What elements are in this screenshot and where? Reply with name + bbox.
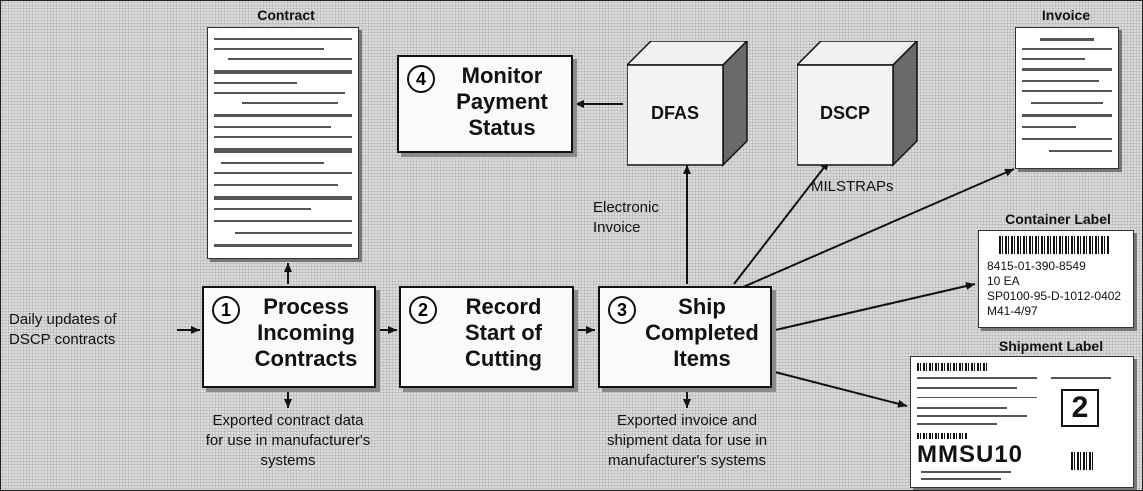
step-title-line: Completed — [645, 320, 759, 345]
cube-shape — [625, 39, 749, 167]
shipment-label-caption: Shipment Label — [998, 338, 1104, 354]
dfas-label: DFAS — [650, 103, 699, 123]
note-line: Electronic — [593, 199, 659, 216]
note-line: for use in manufacturer's — [205, 432, 371, 449]
step-number-badge: 3 — [608, 296, 636, 324]
note-line: Invoice — [593, 219, 641, 236]
container-label-line: M41-4/97 — [987, 304, 1038, 318]
step-title-line: Payment — [456, 89, 548, 114]
step-title-line: Process — [263, 294, 349, 319]
step-title-line: Contracts — [254, 346, 358, 371]
note-line: Exported invoice and — [616, 412, 758, 429]
step-title-line: Ship — [678, 294, 726, 319]
dfas-entity: DFAS — [625, 39, 749, 167]
container-label-text: 8415-01-390-8549 10 EA SP0100-95-D-1012-… — [987, 259, 1121, 319]
step-number-badge: 1 — [212, 296, 240, 324]
container-label-line: SP0100-95-D-1012-0402 — [987, 289, 1122, 303]
step-number-badge: 2 — [409, 296, 437, 324]
daily-updates-note: Daily updates of DSCP contracts — [9, 310, 179, 350]
milstraps-note: MILSTRAPs — [811, 178, 894, 195]
step-process-incoming-contracts: 1 Process Incoming Contracts — [202, 286, 376, 388]
contract-document — [207, 27, 359, 259]
container-label: 8415-01-390-8549 10 EA SP0100-95-D-1012-… — [978, 230, 1134, 328]
arrow-ship-to-container-label — [770, 282, 976, 332]
step-title: Record Start of Cutting — [441, 294, 566, 372]
barcode — [1071, 452, 1093, 470]
cube-shape — [795, 39, 919, 167]
note-line: Daily updates of — [9, 311, 117, 328]
container-label-line: 8415-01-390-8549 — [987, 259, 1086, 273]
shipment-number: 2 — [1061, 389, 1099, 427]
contract-caption: Contract — [257, 7, 315, 23]
electronic-invoice-note: Electronic Invoice — [593, 198, 681, 238]
step-record-start-of-cutting: 2 Record Start of Cutting — [399, 286, 574, 388]
exported-contract-note: Exported contract data for use in manufa… — [188, 411, 388, 471]
invoice-document — [1015, 27, 1119, 169]
step-title-line: Monitor — [461, 63, 543, 88]
step-title-line: Status — [468, 115, 536, 140]
invoice-caption: Invoice — [1041, 7, 1091, 23]
step-title: Ship Completed Items — [640, 294, 764, 372]
step-title-line: Items — [673, 346, 731, 371]
note-line: systems — [260, 452, 316, 469]
step-ship-completed-items: 3 Ship Completed Items — [598, 286, 772, 388]
step-monitor-payment-status: 4 Monitor Payment Status — [397, 55, 573, 153]
step-title-line: Cutting — [465, 346, 542, 371]
step-number-badge: 4 — [407, 65, 435, 93]
arrow-ship-to-invoice — [733, 168, 1015, 292]
note-line: Exported contract data — [212, 412, 364, 429]
note-line: shipment data for use in — [606, 432, 768, 449]
container-label-caption: Container Label — [1005, 211, 1111, 227]
container-label-line: 10 EA — [987, 274, 1020, 288]
step-title-line: Record — [465, 294, 542, 319]
step-title: Monitor Payment Status — [439, 63, 565, 141]
barcode — [917, 433, 967, 439]
shipment-label: 2 MMSU10 — [910, 356, 1134, 488]
exported-invoice-note: Exported invoice and shipment data for u… — [581, 411, 793, 471]
step-title: Process Incoming Contracts — [244, 294, 368, 372]
barcode — [999, 236, 1109, 254]
note-line: DSCP contracts — [9, 331, 116, 348]
arrow-ship-to-shipment-label — [770, 370, 908, 408]
arrow-ship-to-dscp — [733, 160, 830, 285]
dscp-label: DSCP — [819, 103, 870, 123]
note-line: manufacturer's systems — [608, 452, 766, 469]
dscp-entity: DSCP — [795, 39, 919, 167]
shipment-code: MMSU10 — [917, 441, 1024, 468]
step-title-line: Incoming — [257, 320, 355, 345]
step-title-line: Start of — [465, 320, 542, 345]
barcode — [917, 363, 987, 371]
